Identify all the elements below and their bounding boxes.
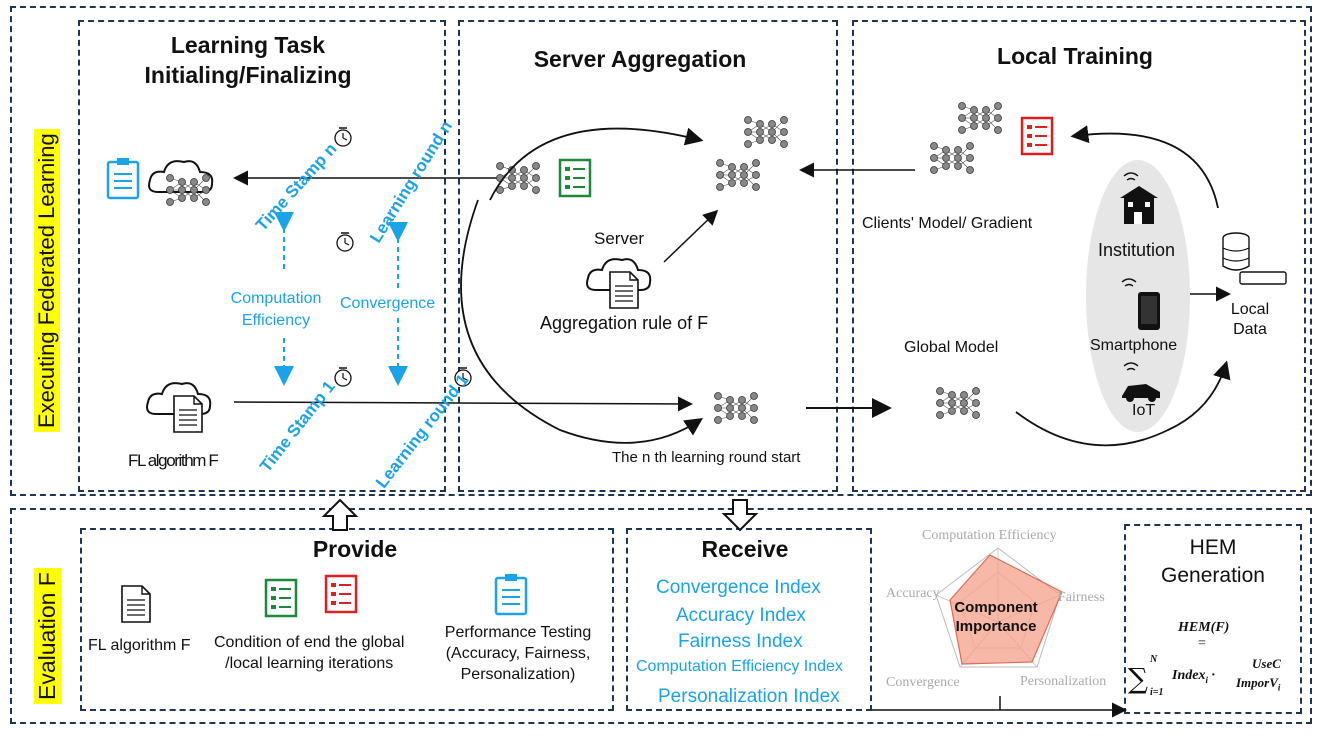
hem-sum-lower: i=1: [1150, 687, 1164, 698]
receive-title: Receive: [701, 536, 789, 562]
radar-axis-accuracy: Accuracy: [886, 586, 940, 601]
hem-index: Index: [1172, 668, 1206, 683]
performance-testing-label: Performance Testing (Accuracy, Fairness,…: [436, 622, 600, 685]
radar-importance-area: [949, 554, 1063, 665]
computation-efficiency-line2: Efficiency: [241, 312, 311, 329]
hem-title: HEM Generation: [1128, 534, 1298, 590]
aggregation-rule-label: Aggregation rule of F: [540, 313, 709, 333]
clock-icon: [334, 367, 352, 387]
evaluation-section-box: [10, 508, 1312, 724]
up-arrow-icon: [321, 498, 359, 531]
hem-title-line1: HEM: [1189, 536, 1237, 559]
hem-impor-subscript: i: [1277, 682, 1281, 693]
testing-line1: Performance Testing: [444, 624, 592, 641]
neural-network-small-icon: [958, 102, 1002, 134]
institution-icon: [1120, 186, 1158, 224]
executing-section-box: [10, 6, 1312, 496]
hem-usec: UseC: [1252, 656, 1281, 671]
hem-impor: ImporVi: [1236, 675, 1280, 693]
document-icon: [609, 271, 639, 309]
local-data-line2: Data: [1233, 321, 1267, 338]
clients-model-label: Clients' Model/ Gradient: [862, 215, 1033, 232]
radar-center-label: Component Importance: [950, 598, 1042, 636]
radar-axis-personalization: Personalization: [1020, 674, 1107, 689]
hem-dot: ·: [1211, 668, 1215, 683]
learning-task-box: [78, 20, 446, 492]
clock-icon: [334, 127, 352, 147]
clipboard-icon: [106, 156, 140, 200]
local-training-box: [852, 20, 1306, 492]
fl-algorithm-label: FL algorithm F: [128, 451, 219, 470]
global-model-label: Global Model: [904, 339, 999, 356]
document-icon: [121, 585, 151, 623]
neural-network-icon: [716, 159, 760, 191]
receive-convergence-index: Convergence Index: [656, 577, 821, 598]
hem-sum-symbol: ∑: [1128, 662, 1148, 695]
nth-round-start-label: The n th learning round start: [612, 449, 801, 466]
hem-formula-equals: =: [1198, 636, 1206, 651]
hem-formula-top: HEM(F): [1178, 620, 1230, 635]
neural-network-small-icon: [744, 116, 788, 148]
provide-fl-algorithm-label: FL algorithm F: [88, 637, 191, 654]
local-data-line1: Local: [1230, 301, 1270, 318]
checklist-icon: [1020, 116, 1054, 156]
iot-car-icon: [1122, 384, 1160, 402]
neural-network-icon: [936, 387, 980, 419]
radar-axis-convergence: Convergence: [886, 675, 960, 690]
learning-task-title: Learning Task Initialing/Finalizing: [80, 30, 416, 90]
condition-line1: Condition of end the global: [214, 634, 405, 651]
convergence-label: Convergence: [340, 295, 436, 312]
checklist-icon: [264, 578, 298, 618]
server-aggregation-box: [458, 20, 838, 492]
condition-label: Condition of end the global /local learn…: [214, 632, 404, 674]
testing-line3: Personalization): [460, 666, 576, 683]
smartphone-label: Smartphone: [1090, 337, 1178, 354]
document-icon: [173, 395, 203, 433]
hem-index-term: Indexi ·: [1172, 668, 1215, 685]
server-aggregation-title: Server Aggregation: [533, 46, 747, 72]
hem-impor-term: ImporV: [1236, 675, 1278, 690]
receive-fairness-index: Fairness Index: [678, 631, 803, 652]
radar-axis-computation-efficiency: Computation Efficiency: [922, 528, 1057, 543]
radar-center-line1: Component: [954, 599, 1038, 616]
condition-line2: /local learning iterations: [225, 655, 394, 672]
learning-task-title-line1: Learning Task: [170, 32, 326, 58]
receive-box: [626, 528, 872, 711]
clock-icon: [336, 232, 354, 252]
hem-sum-upper: N: [1150, 654, 1158, 665]
learning-task-title-line2: Initialing/Finalizing: [144, 62, 352, 88]
iot-label: IoT: [1132, 402, 1156, 419]
computation-efficiency-label: Computation Efficiency: [224, 288, 328, 332]
database-icon: [1222, 232, 1287, 285]
hem-box: [1124, 524, 1302, 714]
radar-chart: [935, 547, 1063, 668]
neural-network-icon: [930, 142, 974, 174]
hem-title-line2: Generation: [1161, 564, 1265, 587]
radar-axis-fairness: Fairness: [1058, 590, 1105, 605]
provide-title: Provide: [312, 536, 398, 562]
local-data-label: Local Data: [1228, 300, 1272, 340]
radar-center-line2: Importance: [955, 618, 1037, 635]
clipboard-icon: [494, 572, 528, 616]
smartphone-icon: [1138, 292, 1160, 330]
hem-index-subscript: i: [1205, 674, 1208, 685]
server-label: Server: [594, 229, 645, 248]
testing-line2: (Accuracy, Fairness,: [445, 645, 591, 662]
receive-computation-efficiency-index: Computation Efficiency Index: [636, 658, 843, 675]
checklist-icon: [558, 158, 592, 198]
computation-efficiency-line1: Computation: [230, 290, 322, 307]
institution-label: Institution: [1098, 240, 1176, 260]
checklist-icon: [324, 574, 358, 614]
local-training-title: Local Training: [997, 43, 1153, 69]
wifi-icons: [1121, 172, 1139, 371]
receive-accuracy-index: Accuracy Index: [676, 605, 806, 626]
neural-network-icon: [714, 392, 758, 424]
receive-personalization-index: Personalization Index: [658, 686, 840, 707]
down-arrow-icon: [721, 499, 759, 532]
